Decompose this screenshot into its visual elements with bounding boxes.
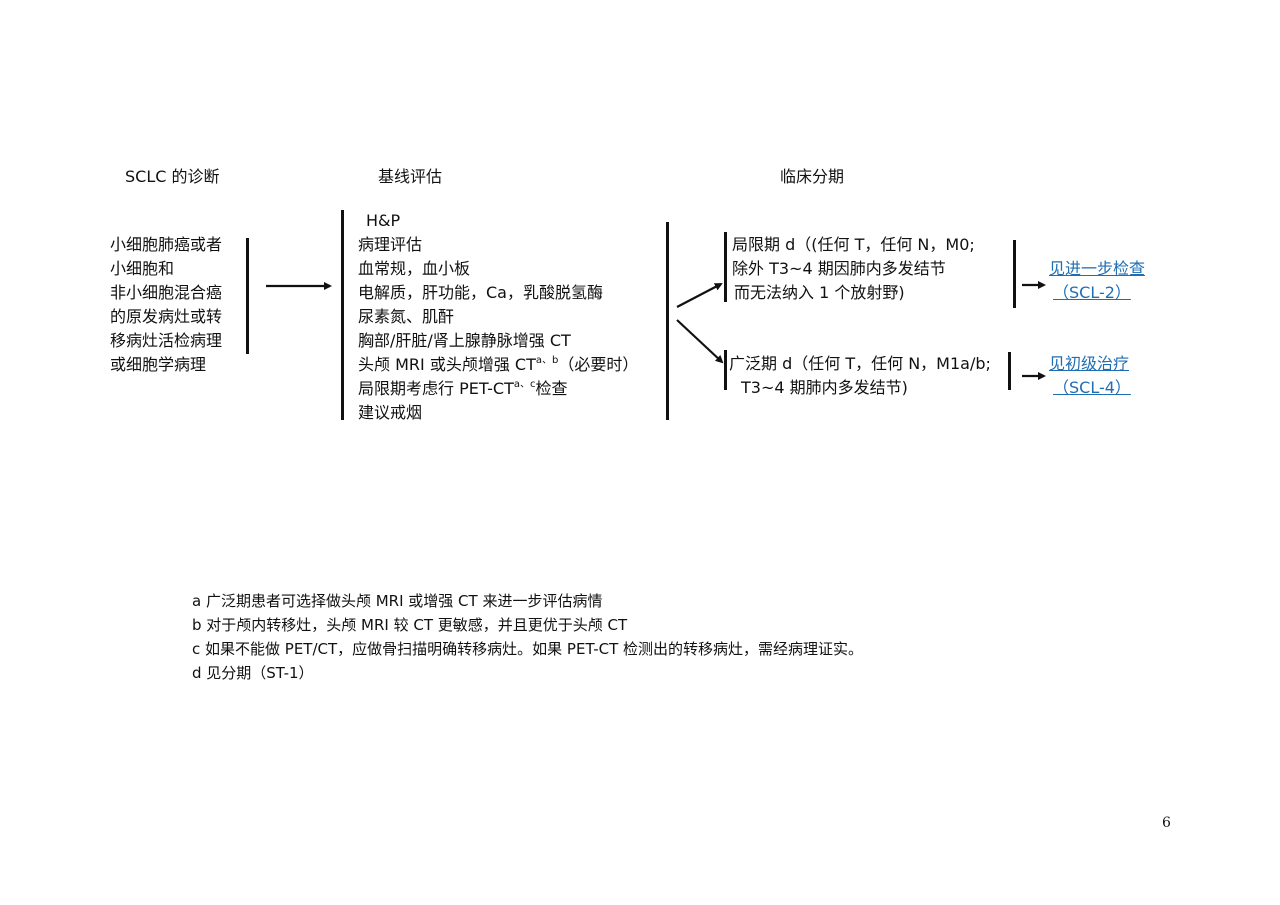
diagnosis-line: 小细胞肺癌或者 <box>110 235 223 254</box>
limited-stage-line: 而无法纳入 1 个放射野) <box>734 283 905 302</box>
baseline-item-pathology: 病理评估 <box>358 235 423 254</box>
limited-stage-line: 除外 T3~4 期因肺内多发结节 <box>732 259 946 278</box>
baseline-item-electrolytes: 电解质，肝功能，Ca，乳酸脱氢酶 <box>358 283 603 302</box>
extensive-stage-line: 广泛期 d（任何 T，任何 N，M1a/b; <box>729 354 991 373</box>
diagnosis-line: 或细胞学病理 <box>110 355 207 374</box>
limited-bracket-left <box>724 232 727 302</box>
footnotes: a 广泛期患者可选择做头颅 MRI 或增强 CT 来进一步评估病情 b 对于颅内… <box>192 589 863 685</box>
baseline-item-smoking: 建议戒烟 <box>358 403 423 422</box>
head-imaging-footnote-ref: a、b <box>535 355 559 366</box>
extensive-bracket-right <box>1008 352 1011 390</box>
diagnosis-line: 非小细胞混合癌 <box>110 283 223 302</box>
baseline-bracket-left <box>341 210 344 420</box>
see-primary-treatment-link[interactable]: 见初级治疗 <box>1049 354 1130 373</box>
head-imaging-text: 头颅 MRI 或头颅增强 CT <box>358 355 536 374</box>
diagnosis-block: 小细胞肺癌或者 小细胞和 非小细胞混合癌 的原发病灶或转 移病灶活检病理 或细胞… <box>110 233 222 377</box>
arrow-to-extensive-stage <box>676 319 724 364</box>
baseline-item-blood: 血常规，血小板 <box>358 259 471 278</box>
header-diagnosis: SCLC 的诊断 <box>125 167 220 186</box>
page-number: 6 <box>1162 815 1171 831</box>
limited-link-block[interactable]: 见进一步检查 （SCL-2） <box>1049 257 1145 305</box>
header-staging: 临床分期 <box>780 167 845 186</box>
footnote-b: b 对于颅内转移灶，头颅 MRI 较 CT 更敏感，并且更优于头颅 CT <box>192 616 628 634</box>
extensive-stage-line: T3~4 期肺内多发结节) <box>741 378 908 397</box>
baseline-bracket-right <box>666 222 669 420</box>
header-baseline: 基线评估 <box>378 167 443 186</box>
baseline-item-urea: 尿素氮、肌酐 <box>358 307 455 326</box>
head-imaging-note: （必要时） <box>558 355 639 374</box>
footnote-d: d 见分期（ST-1） <box>192 664 314 682</box>
scl-4-link[interactable]: （SCL-4） <box>1053 378 1131 397</box>
diagnosis-bracket <box>246 238 249 354</box>
pet-ct-footnote-ref: a、c <box>513 379 536 390</box>
limited-stage-line: 局限期 d（(任何 T，任何 N，M0; <box>732 235 975 254</box>
baseline-item-hp: H&P <box>366 211 401 230</box>
diagnosis-line: 的原发病灶或转 <box>110 307 223 326</box>
footnote-c: c 如果不能做 PET/CT，应做骨扫描明确转移病灶。如果 PET-CT 检测出… <box>192 640 864 658</box>
extensive-bracket-left <box>724 350 727 390</box>
extensive-stage-block: 广泛期 d（任何 T，任何 N，M1a/b; T3~4 期肺内多发结节) <box>729 352 991 400</box>
limited-bracket-right <box>1013 240 1016 308</box>
extensive-link-block[interactable]: 见初级治疗 （SCL-4） <box>1049 352 1131 400</box>
limited-stage-block: 局限期 d（(任何 T，任何 N，M0; 除外 T3~4 期因肺内多发结节 而无… <box>732 233 975 305</box>
baseline-block: H&P 病理评估 血常规，血小板 电解质，肝功能，Ca，乳酸脱氢酶 尿素氮、肌酐… <box>358 209 638 425</box>
baseline-item-head-imaging: 头颅 MRI 或头颅增强 CTa、b（必要时） <box>358 353 638 377</box>
see-further-workup-link[interactable]: 见进一步检查 <box>1049 259 1146 278</box>
arrow-to-limited-stage <box>676 283 723 308</box>
diagnosis-line: 小细胞和 <box>110 259 175 278</box>
baseline-item-chest-ct: 胸部/肝脏/肾上腺静脉增强 CT <box>358 331 571 350</box>
baseline-item-pet-ct: 局限期考虑行 PET-CTa、c检查 <box>358 377 638 401</box>
footnote-a: a 广泛期患者可选择做头颅 MRI 或增强 CT 来进一步评估病情 <box>192 592 603 610</box>
pet-ct-post: 检查 <box>535 379 568 398</box>
scl-2-link[interactable]: （SCL-2） <box>1053 283 1131 302</box>
diagnosis-line: 移病灶活检病理 <box>110 331 223 350</box>
pet-ct-text: 局限期考虑行 PET-CT <box>358 379 514 398</box>
